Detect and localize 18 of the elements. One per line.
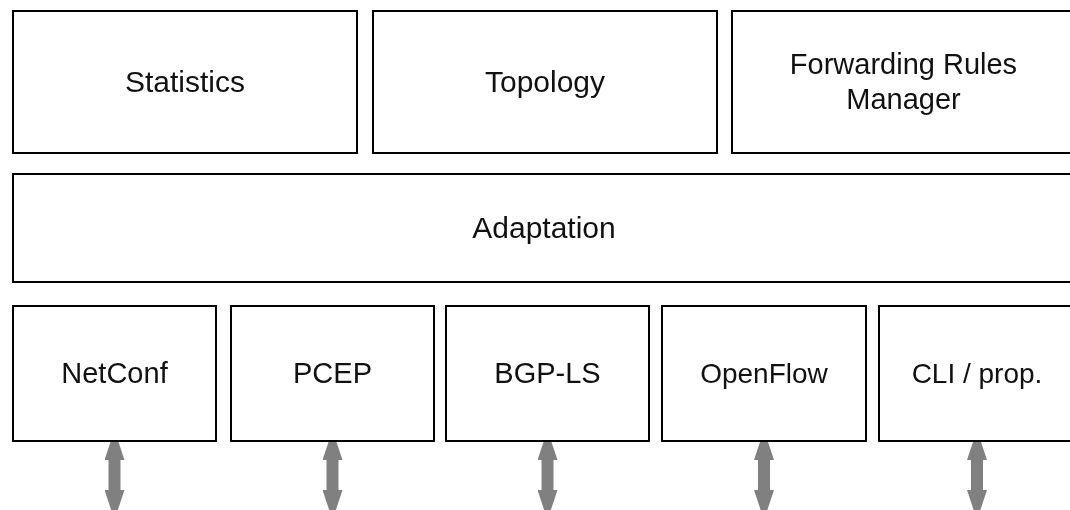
layer-bar <box>12 173 1070 283</box>
module-box <box>230 305 435 442</box>
module-label: Forwarding Rules Manager <box>788 47 1019 117</box>
module-label: Statistics <box>125 64 245 100</box>
module-box <box>878 305 1070 442</box>
module-label: Topology <box>484 64 606 100</box>
module-label: CLI / prop. <box>911 356 1043 391</box>
module-box <box>661 305 867 442</box>
module-box <box>12 305 217 442</box>
module-label: OpenFlow <box>700 356 828 391</box>
module-label: NetConf <box>61 356 168 391</box>
module-box <box>731 10 1070 154</box>
module-box <box>372 10 718 154</box>
module-label: BGP-LS <box>494 356 601 391</box>
module-box <box>445 305 650 442</box>
module-label: PCEP <box>293 356 372 391</box>
module-label: Adaptation <box>472 210 616 246</box>
module-box <box>12 10 358 154</box>
